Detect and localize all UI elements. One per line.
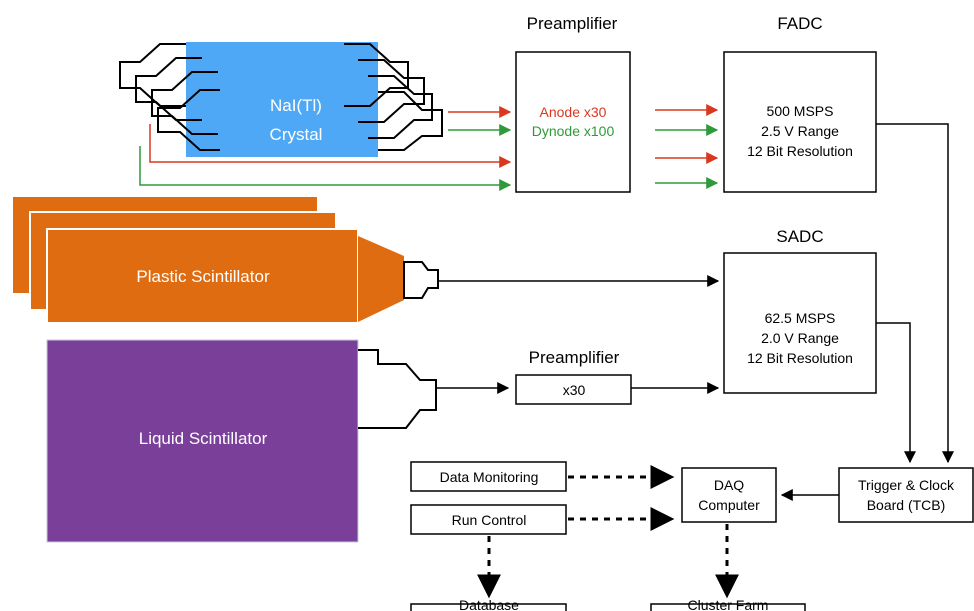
light-guide: [358, 236, 404, 322]
preamplifier-top: Preamplifier Anode x30 Dynode x100: [515, 14, 631, 193]
nai-crystal: [186, 42, 378, 157]
anode-signal-lines: [149, 106, 512, 168]
preamplifier-top-title: Preamplifier: [527, 14, 618, 33]
preamplifier-top-box: [515, 51, 631, 193]
fadc-title: FADC: [777, 14, 822, 33]
fadc-line3: 12 Bit Resolution: [747, 143, 853, 159]
plastic-scintillator-assembly: Plastic Scintillator: [11, 195, 439, 324]
run-control-label: Run Control: [452, 512, 527, 528]
sadc: SADC 62.5 MSPS 2.0 V Range 12 Bit Resolu…: [723, 227, 877, 394]
daq-computer: DAQ Computer: [681, 467, 777, 523]
fadc: FADC 500 MSPS 2.5 V Range 12 Bit Resolut…: [723, 14, 877, 193]
database-label: Database: [459, 597, 519, 611]
data-monitoring: Data Monitoring: [410, 461, 567, 492]
plastic-scintillator: [46, 228, 359, 324]
sadc-line3: 12 Bit Resolution: [747, 350, 853, 366]
sadc-line1: 62.5 MSPS: [765, 310, 836, 326]
liquid-pmt-icon: [358, 349, 437, 429]
preamplifier-dynode-label: Dynode x100: [532, 123, 615, 139]
daq-line2: Computer: [698, 497, 760, 513]
database: Database: [410, 597, 567, 611]
sadc-to-tcb-line: [876, 322, 916, 464]
dynode-signal-lines: [139, 124, 512, 191]
fadc-box: [723, 51, 877, 193]
sadc-line2: 2.0 V Range: [761, 330, 839, 346]
pmt-right-icon: [344, 43, 443, 151]
run-control-box: [410, 504, 567, 535]
nai-crystal-label-line2: Crystal: [270, 125, 323, 144]
cluster-farm: Cluster Farm: [650, 597, 806, 611]
liquid-scintillator-assembly: Liquid Scintillator: [46, 339, 437, 543]
fadc-to-tcb-line: [876, 123, 954, 464]
cluster-farm-label: Cluster Farm: [688, 597, 769, 611]
tcb-line2: Board (TCB): [867, 497, 946, 513]
fadc-line2: 2.5 V Range: [761, 123, 839, 139]
tcb-line1: Trigger & Clock: [858, 477, 955, 493]
tcb-box: [838, 467, 974, 523]
preamplifier-anode-label: Anode x30: [540, 104, 607, 120]
pmt-left-icon: [119, 43, 220, 151]
data-monitoring-box: [410, 461, 567, 492]
liquid-scintillator-label: Liquid Scintillator: [139, 429, 268, 448]
fadc-line1: 500 MSPS: [767, 103, 834, 119]
database-box: [410, 603, 567, 611]
preamplifier-bottom-box: [515, 374, 632, 405]
preamplifier-bottom: Preamplifier x30: [515, 348, 632, 405]
preamplifier-bottom-title: Preamplifier: [529, 348, 620, 367]
preamp-to-fadc-lines: [655, 104, 719, 189]
dashed-links: [477, 465, 739, 599]
plastic-pmt-icon: [403, 261, 439, 299]
run-control: Run Control: [410, 504, 567, 535]
daq-box: [681, 467, 777, 523]
liquid-scintillator: [46, 339, 359, 543]
nai-crystal-label-line1: NaI(Tl): [270, 96, 322, 115]
data-monitoring-label: Data Monitoring: [440, 469, 539, 485]
sadc-title: SADC: [776, 227, 823, 246]
daq-line1: DAQ: [714, 477, 744, 493]
tcb: Trigger & Clock Board (TCB): [838, 467, 974, 523]
plastic-scintillator-label: Plastic Scintillator: [136, 267, 270, 286]
nai-crystal-assembly: NaI(Tl) Crystal: [119, 42, 443, 157]
cluster-farm-box: [650, 603, 806, 611]
preamplifier-bottom-gain: x30: [563, 382, 586, 398]
